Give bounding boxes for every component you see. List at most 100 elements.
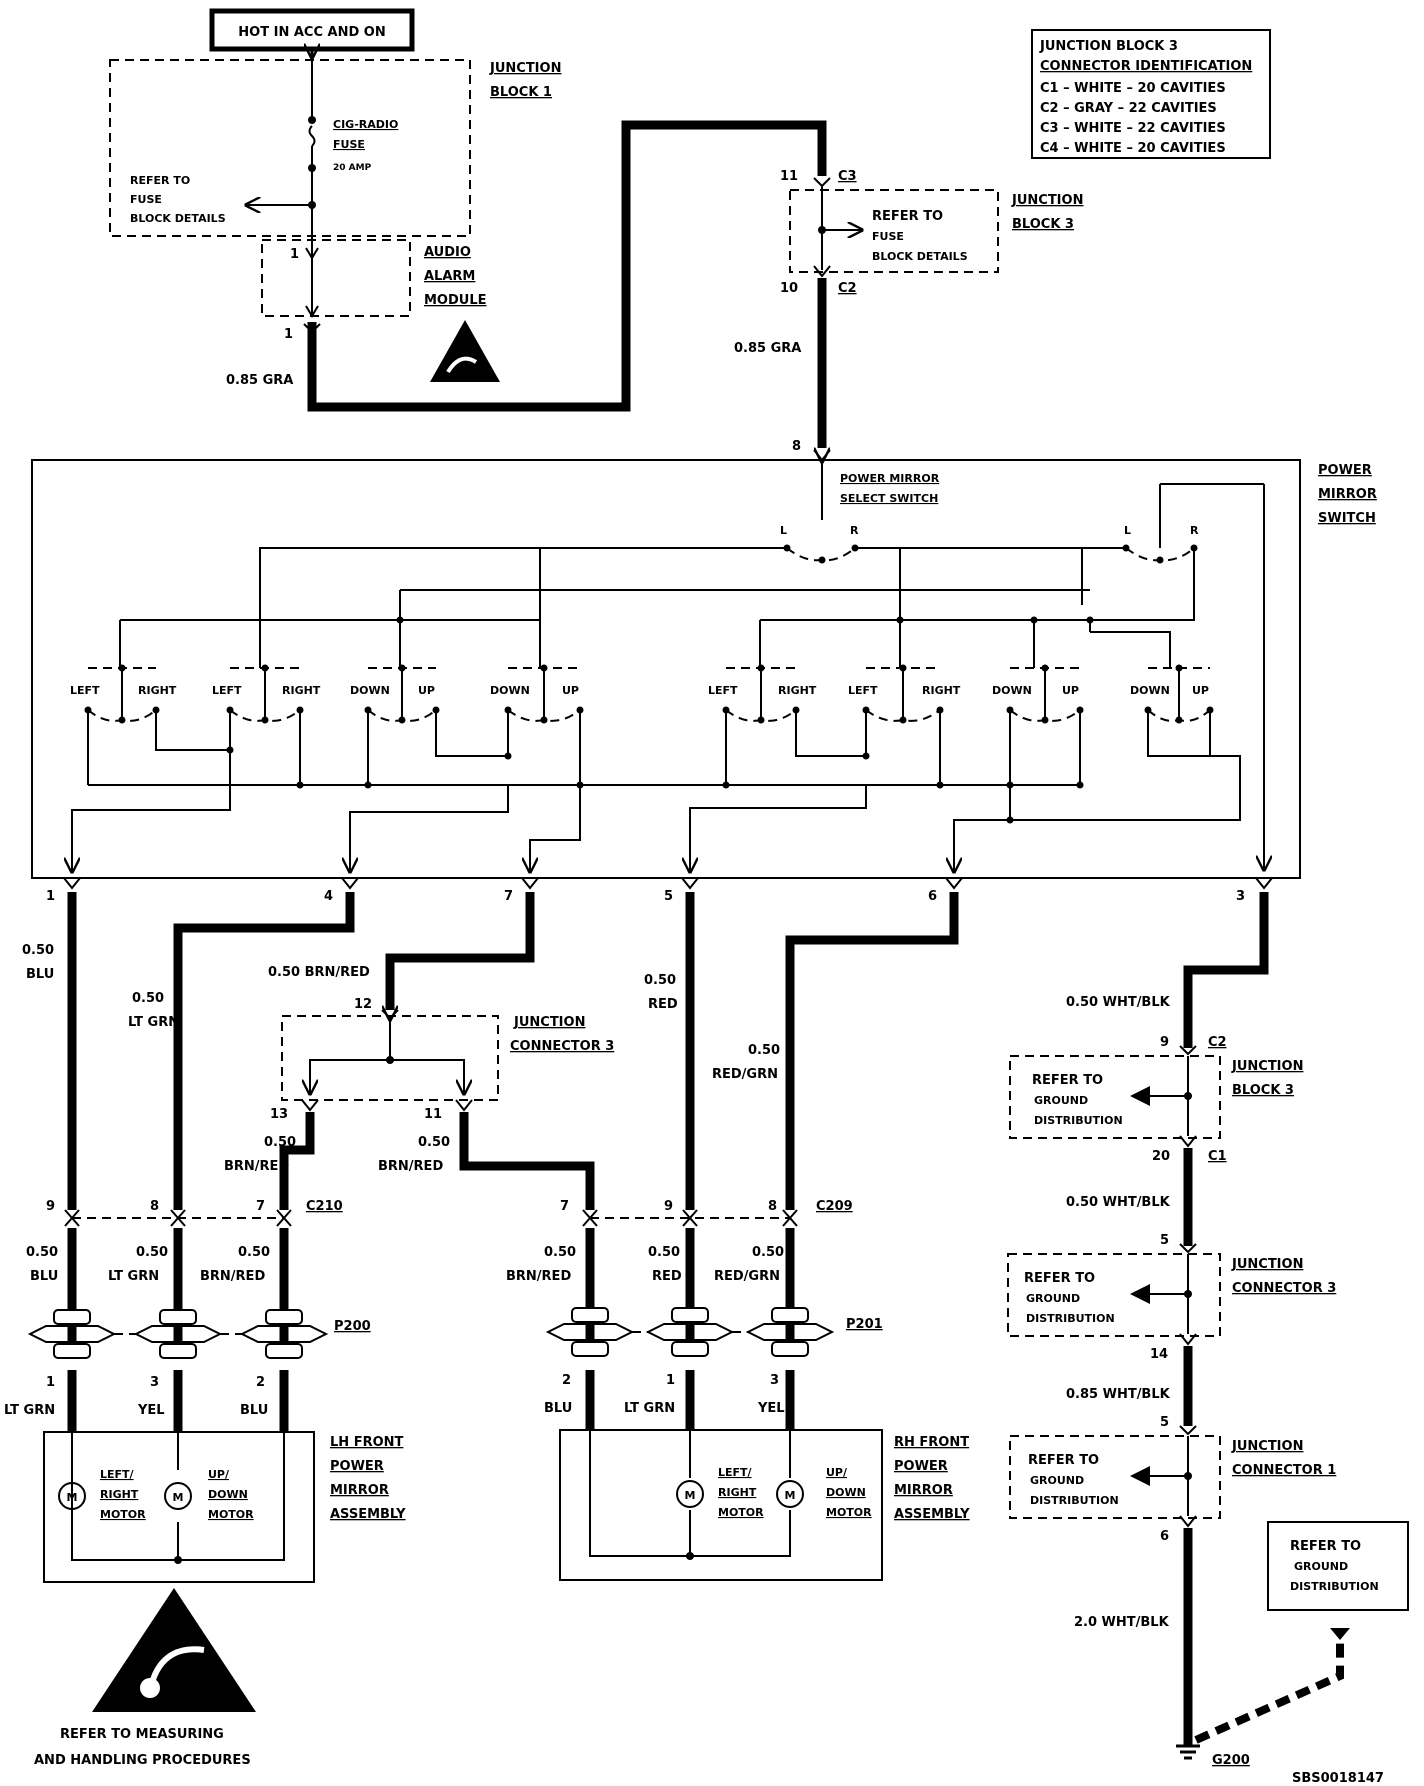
svg-text:0.50 WHT/BLK: 0.50 WHT/BLK: [1066, 1195, 1171, 1210]
wire-pin3-whtblk: [1183, 892, 1269, 1048]
inline-connector-pin: [170, 1209, 186, 1227]
svg-text:POWER: POWER: [894, 1459, 948, 1474]
svg-text:R: R: [1190, 524, 1199, 537]
svg-text:JUNCTION BLOCK 3: JUNCTION BLOCK 3: [1039, 39, 1178, 54]
svg-text:SWITCH: SWITCH: [1318, 511, 1376, 526]
svg-text:L: L: [1124, 524, 1131, 537]
svg-text:DISTRIBUTION: DISTRIBUTION: [1026, 1312, 1115, 1325]
svg-text:20 AMP: 20 AMP: [333, 163, 372, 173]
svg-text:0.50: 0.50: [748, 1043, 780, 1058]
svg-text:BLU: BLU: [240, 1403, 268, 1418]
switch-output-pin-6: [945, 877, 963, 890]
svg-text:MOTOR: MOTOR: [718, 1506, 764, 1519]
ground-junction-connector-1: 5 REFER TO GROUND DISTRIBUTION JUNCTION …: [1009, 1415, 1336, 1544]
hot-label: HOT IN ACC AND ON: [209, 8, 415, 52]
svg-text:LT GRN: LT GRN: [128, 1015, 179, 1030]
svg-text:RED/GRN: RED/GRN: [714, 1269, 780, 1284]
switch-output-pin-3: [1255, 877, 1273, 890]
wire-jc3-11: [459, 1112, 595, 1210]
svg-text:ASSEMBLY: ASSEMBLY: [330, 1507, 406, 1522]
svg-text:0.50: 0.50: [418, 1135, 450, 1150]
svg-text:JUNCTION: JUNCTION: [1231, 1439, 1303, 1454]
inline-connector-pin: [782, 1209, 798, 1227]
junction-connector-3-left: 12 JUNCTION CONNECTOR 3 13 11: [270, 997, 614, 1122]
svg-text:REFER TO: REFER TO: [1024, 1271, 1095, 1286]
svg-text:UP/: UP/: [826, 1466, 848, 1479]
svg-text:4: 4: [324, 889, 333, 904]
svg-text:11: 11: [780, 169, 798, 184]
svg-text:C1 – WHITE – 20 CAVITIES: C1 – WHITE – 20 CAVITIES: [1040, 81, 1226, 96]
switch-position-label: UP: [562, 684, 579, 697]
switch-position-label: RIGHT: [282, 684, 321, 697]
svg-text:CONNECTOR IDENTIFICATION: CONNECTOR IDENTIFICATION: [1040, 59, 1252, 74]
switch-position-label: DOWN: [350, 684, 390, 697]
svg-text:0.50 BRN/RED: 0.50 BRN/RED: [268, 965, 370, 980]
svg-text:G200: G200: [1212, 1753, 1250, 1768]
svg-text:1: 1: [290, 247, 299, 262]
doc-id: SBS0018147: [1292, 1771, 1384, 1786]
svg-text:0.50: 0.50: [26, 1245, 58, 1260]
svg-text:20: 20: [1152, 1149, 1170, 1164]
inline-connector-pin: [682, 1209, 698, 1227]
svg-text:BRN/RED: BRN/RED: [200, 1269, 265, 1284]
svg-text:BRN/RED: BRN/RED: [378, 1159, 443, 1174]
bulkhead-pin: [545, 1307, 635, 1357]
wire-085-gra-feed: [307, 120, 827, 412]
svg-text:M: M: [67, 1491, 78, 1504]
svg-text:9: 9: [1160, 1035, 1169, 1050]
power-mirror-switch: POWER MIRROR SELECT SWITCH POWER MIRROR …: [31, 450, 1377, 879]
ground-junction-connector-3: 5 REFER TO GROUND DISTRIBUTION JUNCTION …: [1007, 1233, 1336, 1362]
svg-text:BLU: BLU: [30, 1269, 58, 1284]
p200-p201-connectors: [27, 1307, 835, 1359]
svg-text:POWER: POWER: [1318, 463, 1372, 478]
svg-text:BLOCK 3: BLOCK 3: [1012, 217, 1074, 232]
svg-text:REFER TO: REFER TO: [872, 209, 943, 224]
switch-output-pin-1: [63, 877, 81, 890]
svg-text:POWER MIRROR: POWER MIRROR: [840, 472, 940, 485]
svg-text:DISTRIBUTION: DISTRIBUTION: [1290, 1580, 1379, 1593]
svg-text:8: 8: [768, 1199, 777, 1214]
svg-text:0.50: 0.50: [648, 1245, 680, 1260]
svg-text:LH FRONT: LH FRONT: [330, 1435, 404, 1450]
bulkhead-pin: [27, 1309, 117, 1359]
svg-text:DOWN: DOWN: [826, 1486, 866, 1499]
svg-text:3: 3: [150, 1375, 159, 1390]
svg-text:LEFT/: LEFT/: [100, 1468, 135, 1481]
svg-text:MOTOR: MOTOR: [826, 1506, 872, 1519]
svg-text:DISTRIBUTION: DISTRIBUTION: [1030, 1494, 1119, 1507]
p200-label: P200: [334, 1319, 371, 1334]
svg-text:5: 5: [1160, 1415, 1169, 1430]
svg-text:UP/: UP/: [208, 1468, 230, 1481]
svg-text:BLOCK 3: BLOCK 3: [1232, 1083, 1294, 1098]
svg-text:0.50: 0.50: [136, 1245, 168, 1260]
wire-jc3-13: [279, 1112, 315, 1210]
bulkhead-pin: [239, 1309, 329, 1359]
svg-text:1: 1: [46, 1375, 55, 1390]
switch-position-label: DOWN: [992, 684, 1032, 697]
audio-alarm-module: 1 AUDIO ALARM MODULE 1: [261, 239, 487, 342]
bulkhead-pin: [645, 1307, 735, 1357]
svg-text:10: 10: [780, 281, 798, 296]
svg-text:JUNCTION: JUNCTION: [1231, 1257, 1303, 1272]
svg-text:0.50: 0.50: [644, 973, 676, 988]
svg-text:M: M: [785, 1489, 796, 1502]
svg-text:GROUND: GROUND: [1030, 1474, 1084, 1487]
connector-c210: 9 8 7 C210: [46, 1199, 343, 1219]
svg-text:REFER TO: REFER TO: [130, 174, 190, 187]
svg-text:C3: C3: [838, 169, 857, 184]
inline-connector-pin: [64, 1209, 80, 1227]
jb3-connector-id: JUNCTION BLOCK 3 CONNECTOR IDENTIFICATIO…: [1031, 29, 1271, 159]
svg-text:POWER: POWER: [330, 1459, 384, 1474]
switch-output-connectors: [63, 877, 1273, 890]
svg-text:RIGHT: RIGHT: [100, 1488, 139, 1501]
svg-text:5: 5: [664, 889, 673, 904]
svg-text:CONNECTOR 3: CONNECTOR 3: [1232, 1281, 1336, 1296]
svg-text:C2: C2: [838, 281, 857, 296]
svg-text:RH FRONT: RH FRONT: [894, 1435, 969, 1450]
svg-text:C3 – WHITE – 22 CAVITIES: C3 – WHITE – 22 CAVITIES: [1040, 121, 1226, 136]
svg-text:11: 11: [424, 1107, 442, 1122]
svg-text:7: 7: [504, 889, 513, 904]
svg-text:7: 7: [560, 1199, 569, 1214]
